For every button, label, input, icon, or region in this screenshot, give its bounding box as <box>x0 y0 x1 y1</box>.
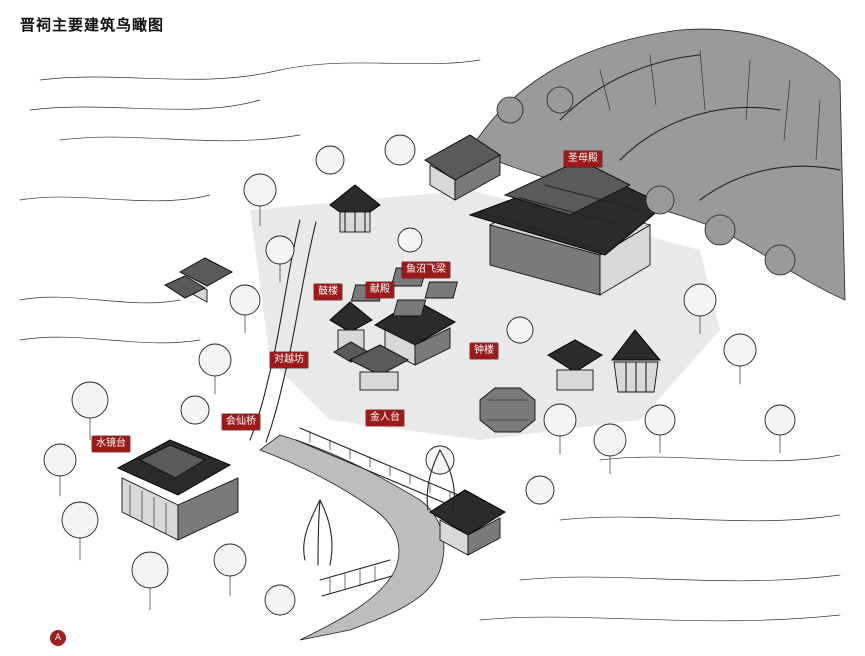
label-gulou: 鼓楼 <box>314 284 342 300</box>
label-jinrentai: 金人台 <box>366 410 404 426</box>
octagonal-terrace <box>479 387 536 433</box>
bridge <box>295 427 471 513</box>
willow-trees <box>303 449 455 566</box>
corner-badge-icon: A <box>50 630 66 646</box>
label-yuzhaofeiliang: 鱼沼飞梁 <box>402 262 450 278</box>
label-shuijingtai: 水镜台 <box>92 436 130 452</box>
lower-bridge <box>319 559 393 597</box>
left-houses <box>163 257 234 303</box>
mist-lines <box>19 59 841 622</box>
label-xiandian: 献殿 <box>366 282 394 298</box>
label-shengmudian: 圣母殿 <box>564 151 602 167</box>
map-title: 晋祠主要建筑鸟瞰图 <box>20 16 165 34</box>
lower-right-pavilion <box>429 489 506 556</box>
river <box>259 434 445 641</box>
trees <box>43 86 796 616</box>
zhonglou-tower <box>547 339 603 391</box>
label-zhonglou: 钟楼 <box>470 343 498 359</box>
shengmudian-hall <box>468 159 666 296</box>
upper-pavilion <box>329 184 381 233</box>
xiandian-hall <box>373 299 457 366</box>
gulou-tower <box>329 301 373 363</box>
rear-pavilion <box>424 134 501 201</box>
right-pavilion <box>610 329 662 393</box>
label-duiyuefang: 对越坊 <box>270 352 308 368</box>
shuijingtai-stage <box>116 439 239 541</box>
label-huixianqiao: 会仙桥 <box>222 414 260 430</box>
memorial-gate-building <box>348 344 410 391</box>
